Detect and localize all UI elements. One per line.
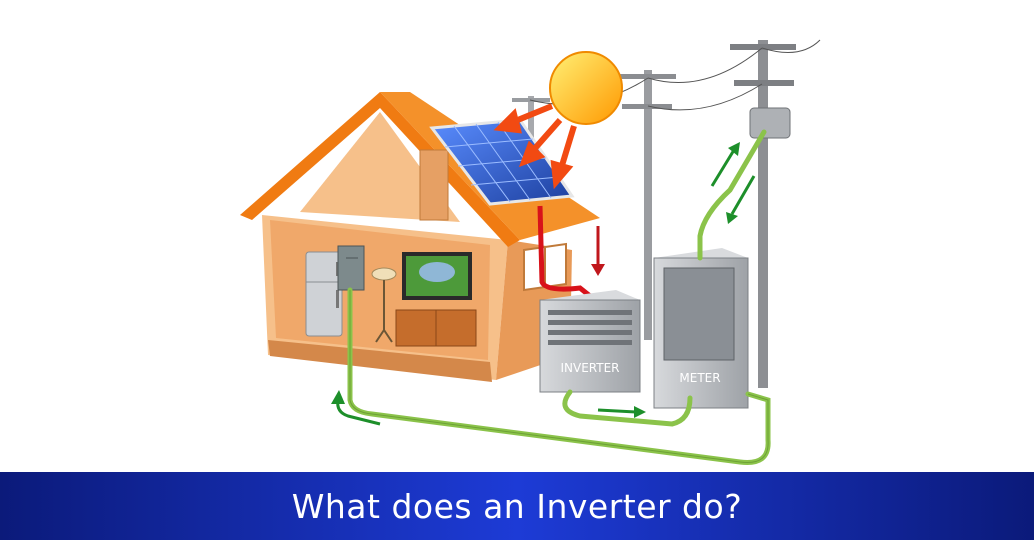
- utility-pole-middle: [618, 70, 676, 340]
- roof-front-edge: [240, 92, 520, 247]
- sun: [549, 51, 623, 125]
- breaker-panel: [337, 245, 365, 291]
- utility-pole-near: [730, 40, 796, 388]
- inverter-box: INVERTER: [539, 290, 641, 393]
- ac-wire-outline: [349, 290, 769, 464]
- sun-rays: [493, 103, 577, 190]
- grid-down-arrow: [726, 175, 756, 224]
- dc-flow-arrow: [591, 226, 605, 276]
- dc-wire: [537, 205, 592, 298]
- tv-cabinet: [395, 309, 477, 347]
- floor-lamp: [371, 267, 397, 343]
- meter-label: METER: [679, 371, 720, 385]
- banner-title: What does an Inverter do?: [291, 486, 743, 526]
- solar-system-illustration: INVERTER METER: [240, 39, 821, 466]
- inverter-to-meter-arrow: [597, 406, 646, 418]
- grid-up-arrow: [710, 142, 740, 187]
- house-return-arrow: [331, 390, 381, 426]
- inverter-label: INVERTER: [560, 361, 619, 375]
- refrigerator: [305, 251, 343, 337]
- television: [402, 252, 472, 300]
- title-banner: What does an Inverter do?: [0, 472, 1034, 540]
- meter-box: METER: [653, 248, 749, 409]
